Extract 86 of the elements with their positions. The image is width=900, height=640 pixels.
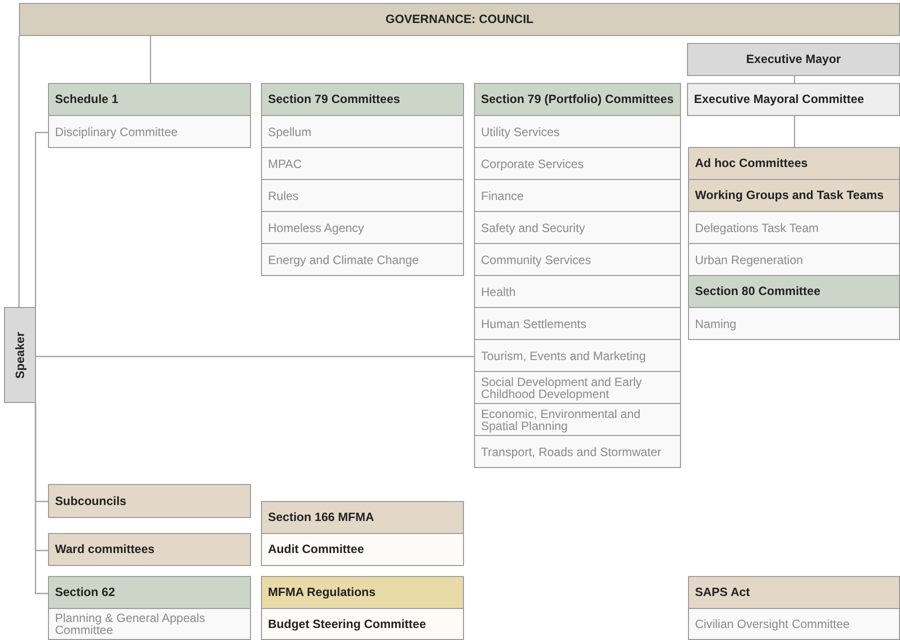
group-header bbox=[261, 83, 464, 116]
item-box bbox=[688, 608, 900, 640]
box-label: Civilian Oversight Committee bbox=[695, 618, 850, 630]
item-box bbox=[688, 243, 900, 276]
box-label: Section 62 bbox=[55, 586, 116, 599]
box-label: GOVERNANCE: COUNCIL bbox=[385, 13, 534, 26]
title-box bbox=[687, 83, 900, 116]
group-header bbox=[261, 576, 464, 609]
item-box bbox=[261, 147, 464, 180]
box-label: Utility Services bbox=[481, 126, 560, 138]
box-label: Section 79 (Portfolio) Committees bbox=[481, 93, 674, 106]
box-label: Speaker bbox=[14, 332, 26, 378]
box-label: Executive Mayor bbox=[746, 53, 841, 66]
box-label: Community Services bbox=[481, 254, 592, 266]
box-label: Spellum bbox=[268, 126, 312, 138]
box-label: Audit Committee bbox=[268, 543, 364, 556]
item-box bbox=[48, 608, 251, 640]
box-label: Transport, Roads and Stormwater bbox=[481, 446, 662, 458]
item-box bbox=[474, 243, 681, 276]
item-box bbox=[261, 608, 464, 640]
item-box bbox=[261, 179, 464, 212]
item-box bbox=[261, 211, 464, 244]
box-label: Human Settlements bbox=[481, 318, 586, 330]
box-label: Finance bbox=[481, 190, 524, 202]
item-box bbox=[474, 339, 681, 372]
box-label: Rules bbox=[268, 190, 299, 202]
group-header bbox=[688, 147, 900, 180]
item-box bbox=[48, 115, 251, 148]
box-label: Section 79 Committees bbox=[268, 93, 400, 106]
item-box bbox=[474, 211, 681, 244]
box-label: Ward committees bbox=[55, 543, 155, 556]
connector-line bbox=[150, 36, 152, 83]
item-box bbox=[474, 115, 681, 148]
box-label: Schedule 1 bbox=[55, 93, 118, 106]
box-label: MPAC bbox=[268, 158, 302, 170]
connector-line bbox=[18, 36, 20, 307]
group-header bbox=[688, 576, 900, 609]
item-box bbox=[261, 533, 464, 566]
box-label: Budget Steering Committee bbox=[268, 618, 426, 630]
box-label: Executive Mayoral Committee bbox=[694, 93, 864, 106]
box-label: Delegations Task Team bbox=[695, 222, 819, 234]
item-box bbox=[688, 307, 900, 340]
speaker-box bbox=[4, 307, 36, 403]
box-label: MFMA Regulations bbox=[268, 586, 376, 599]
group-header bbox=[48, 484, 251, 518]
council-band bbox=[19, 3, 900, 36]
box-label: SAPS Act bbox=[695, 586, 750, 599]
item-box bbox=[474, 403, 681, 436]
item-box bbox=[474, 371, 681, 404]
group-header bbox=[688, 179, 900, 212]
group-header bbox=[474, 83, 681, 116]
title-box bbox=[687, 43, 900, 76]
item-box bbox=[474, 435, 681, 468]
item-box bbox=[474, 275, 681, 308]
box-label: Social Development and Early Childhood Development bbox=[481, 376, 643, 400]
item-box bbox=[474, 307, 681, 340]
group-header bbox=[48, 576, 251, 609]
box-label: Economic, Environmental and Spatial Planning bbox=[481, 408, 642, 432]
box-label: Subcouncils bbox=[55, 494, 126, 508]
box-label: Health bbox=[481, 286, 516, 298]
connector-line bbox=[34, 403, 48, 594]
box-label: Planning & General Appeals Committee bbox=[55, 612, 206, 636]
item-box bbox=[261, 115, 464, 148]
item-box bbox=[474, 147, 681, 180]
connector-line bbox=[36, 356, 474, 358]
group-header bbox=[261, 501, 464, 534]
box-label: Safety and Security bbox=[481, 222, 586, 234]
box-label: Corporate Services bbox=[481, 158, 584, 170]
group-header bbox=[48, 83, 251, 116]
box-label: Tourism, Events and Marketing bbox=[481, 350, 646, 362]
box-label: Disciplinary Committee bbox=[55, 126, 178, 138]
connector-line bbox=[794, 116, 796, 147]
group-header bbox=[48, 533, 251, 566]
item-box bbox=[261, 243, 464, 276]
box-label: Naming bbox=[695, 318, 736, 330]
box-label: Energy and Climate Change bbox=[268, 254, 419, 266]
box-label: Homeless Agency bbox=[268, 222, 364, 234]
item-box bbox=[688, 211, 900, 244]
box-label: Section 166 MFMA bbox=[268, 511, 374, 524]
box-label: Working Groups and Task Teams bbox=[695, 189, 884, 202]
connector-line bbox=[34, 132, 48, 307]
item-box bbox=[474, 179, 681, 212]
box-label: Urban Regeneration bbox=[695, 254, 804, 266]
group-header bbox=[688, 275, 900, 308]
box-label: Section 80 Committee bbox=[695, 285, 820, 298]
box-label: Ad hoc Committees bbox=[695, 157, 808, 170]
